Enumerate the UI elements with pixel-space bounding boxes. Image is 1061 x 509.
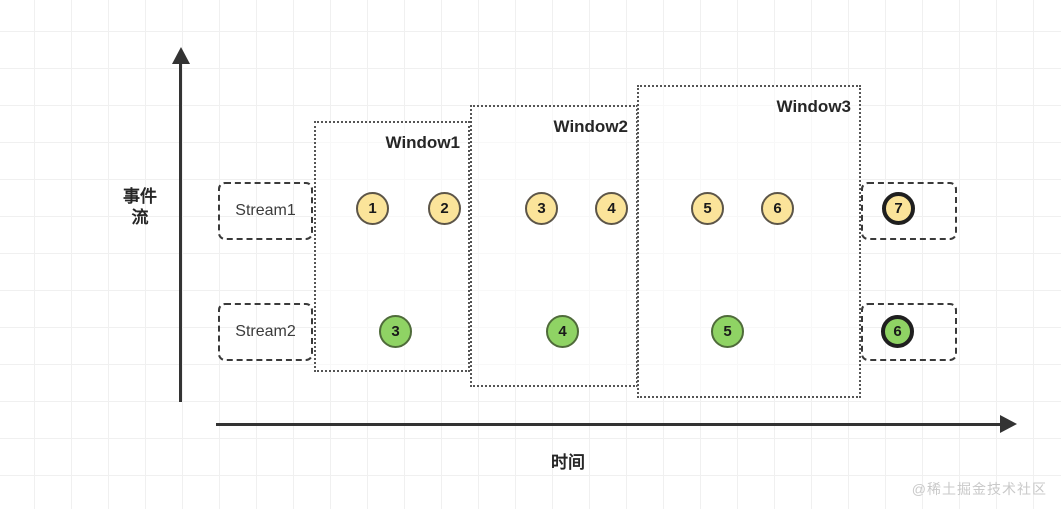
stream-label-stream1: Stream1 xyxy=(235,202,296,219)
event-circle[interactable]: 7 xyxy=(882,192,915,225)
event-circle[interactable]: 2 xyxy=(428,192,461,225)
stream-tail-box-stream1 xyxy=(861,182,957,240)
stream-tail-box-stream2 xyxy=(861,303,957,361)
event-circle[interactable]: 4 xyxy=(595,192,628,225)
y-axis-label: 事件 流 xyxy=(123,187,157,228)
event-circle[interactable]: 1 xyxy=(356,192,389,225)
y-axis-line xyxy=(179,62,182,402)
stream-box-stream1: Stream1 xyxy=(218,182,313,240)
event-circle[interactable]: 4 xyxy=(546,315,579,348)
x-axis-arrow-icon xyxy=(1000,415,1017,433)
event-circle[interactable]: 5 xyxy=(691,192,724,225)
window-label-3: Window3 xyxy=(776,97,851,116)
stream-label-stream2: Stream2 xyxy=(235,323,296,340)
event-circle[interactable]: 5 xyxy=(711,315,744,348)
event-circle[interactable]: 3 xyxy=(379,315,412,348)
window-box-3: Window3 xyxy=(637,85,861,398)
x-axis-line xyxy=(216,423,1006,426)
y-axis-arrow-icon xyxy=(172,47,190,64)
x-axis-label: 时间 xyxy=(551,453,585,472)
event-circle[interactable]: 6 xyxy=(761,192,794,225)
watermark: @稀土掘金技术社区 xyxy=(911,481,1047,497)
event-circle[interactable]: 6 xyxy=(881,315,914,348)
stream-box-stream2: Stream2 xyxy=(218,303,313,361)
window-label-2: Window2 xyxy=(553,117,628,136)
window-label-1: Window1 xyxy=(385,133,460,152)
event-circle[interactable]: 3 xyxy=(525,192,558,225)
